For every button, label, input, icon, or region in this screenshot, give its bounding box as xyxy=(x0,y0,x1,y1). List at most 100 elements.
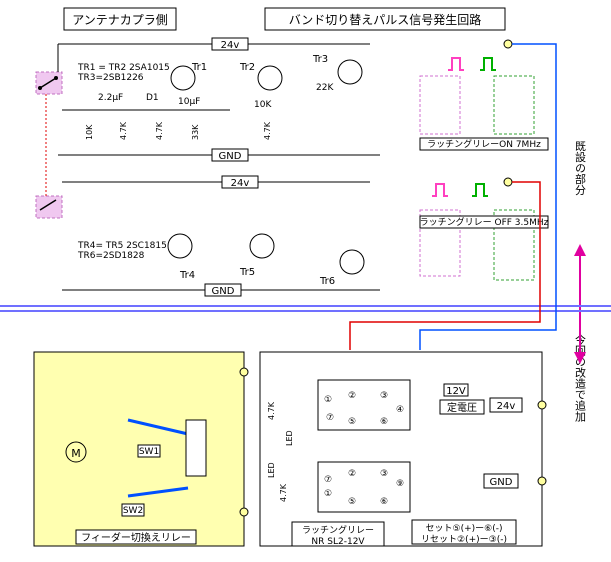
upper-gnd-label: GND xyxy=(219,151,242,162)
latch-24v-terminal xyxy=(537,400,547,410)
reset-note: リセット②(+)ー③(-) xyxy=(421,534,507,545)
lower-latch-off-box xyxy=(419,215,549,229)
pin-7: ⑦ xyxy=(326,413,334,423)
motor-symbol xyxy=(65,441,87,463)
feeder-relay-title-box xyxy=(75,529,197,545)
lower-tr5-symbol xyxy=(249,233,275,259)
latch-gnd-terminal xyxy=(537,476,547,486)
lower-24v-box xyxy=(221,175,259,189)
feeder-bottom-terminal xyxy=(239,507,249,517)
set-reset-note-box xyxy=(411,519,517,545)
lower-out-terminal xyxy=(503,177,513,187)
lower-circuit: 24v GND TR4= TR5 2SC1815 TR6=2SD1828 Tr4… xyxy=(35,175,549,297)
feeder-relay-title: フィーダー切換えリレー xyxy=(81,531,191,544)
red-wire xyxy=(349,181,541,350)
lower-tr5-label: Tr5 xyxy=(239,267,255,278)
upper-c-2u2: 2.2μF xyxy=(98,93,123,103)
upper-r-10k-a: 10K xyxy=(254,100,272,110)
feeder-top-terminal xyxy=(239,367,249,377)
led-bottom: LED xyxy=(267,462,276,478)
pin-1b: ① xyxy=(324,489,332,499)
upper-switch-contact xyxy=(54,76,58,80)
upper-pulse-green xyxy=(480,57,496,71)
lower-antenna-switch xyxy=(39,199,57,211)
pin-1: ① xyxy=(324,395,332,405)
v12-label: 12V xyxy=(446,386,466,397)
lower-tr-spec-2: TR6=2SD1828 xyxy=(77,251,145,261)
lower-latch-off-label: ラッチングリレー OFF 3.5MHz xyxy=(420,216,549,228)
antenna-side-title: アンテナカプラ側 xyxy=(72,13,168,27)
upper-tr-spec-2: TR3=2SB1226 xyxy=(77,73,144,83)
sw1-actuator xyxy=(127,418,189,436)
upper-latch-on-label: ラッチングリレーON 7MHz xyxy=(427,138,541,150)
upper-tr1-symbol xyxy=(170,65,196,91)
relay-block-2 xyxy=(317,461,411,513)
lower-pulse-pink xyxy=(432,183,448,197)
upper-r-4k7-a: 4.7K xyxy=(119,121,128,140)
sw1-label: SW1 xyxy=(139,447,159,457)
lower-gnd-label: GND xyxy=(212,286,235,297)
upper-24v-box xyxy=(211,37,249,51)
latching-unit-frame xyxy=(259,351,543,547)
upper-tr2-symbol xyxy=(257,65,283,91)
sw2-actuator xyxy=(127,486,189,498)
latch-24v-label: 24v xyxy=(497,401,516,412)
pin-4: ④ xyxy=(396,405,404,415)
pin-5: ⑤ xyxy=(348,417,356,427)
antenna-side-title-box xyxy=(63,7,177,31)
sw2-label: SW2 xyxy=(123,506,143,516)
latch-relay-name-2: NR SL2-12V xyxy=(311,537,365,547)
pin-6: ⑥ xyxy=(380,417,388,427)
pin-5b: ⑤ xyxy=(348,497,356,507)
upper-latch-on-box xyxy=(419,137,549,151)
upper-pink-relay-frame xyxy=(419,75,461,135)
sw1-box xyxy=(137,444,161,458)
lower-tr6-symbol xyxy=(339,249,365,275)
upper-tr1-label: Tr1 xyxy=(191,62,207,73)
upper-tr-spec-1: TR1 = TR2 2SA1015 xyxy=(77,63,170,73)
upper-antenna-switch xyxy=(39,77,57,89)
feeder-relay-box: フィーダー切換えリレー M SW1 SW2 xyxy=(33,351,249,547)
regulator-box xyxy=(439,399,485,415)
upper-circuit: 24v GND TR1 = TR2 2SA1015 TR3=2SB1226 2.… xyxy=(35,37,549,162)
lower-green-relay-frame xyxy=(493,209,535,281)
r-4k7-bottom: 4.7K xyxy=(279,483,288,502)
lower-tr4-symbol xyxy=(167,233,193,259)
lower-gnd-box xyxy=(204,283,242,297)
upper-r-4k7-c: 4.7K xyxy=(263,121,272,140)
upper-r-4k7-b: 4.7K xyxy=(155,121,164,140)
band-circuit-title: バンド切り替えパルス信号発生回路 xyxy=(289,12,482,27)
upper-r-10k-b: 10K xyxy=(85,124,94,140)
zone-arrow-up xyxy=(574,244,586,256)
upper-tr2-label: Tr2 xyxy=(239,62,255,73)
upper-tr3-symbol xyxy=(337,59,363,85)
pin-3b: ③ xyxy=(380,469,388,479)
upper-r-22k: 22K xyxy=(316,83,334,93)
latch-relay-name-box xyxy=(291,521,385,547)
lower-switch-highlight xyxy=(35,195,63,219)
upper-tr3-label: Tr3 xyxy=(312,54,328,65)
regulator-label: 定電圧 xyxy=(447,401,477,414)
lower-pulse-green xyxy=(472,183,488,197)
relay-block-1 xyxy=(317,379,411,431)
pin-6b: ⑥ xyxy=(380,497,388,507)
pin-2: ② xyxy=(348,391,356,401)
v12-box xyxy=(443,383,469,397)
sw2-box xyxy=(121,503,145,517)
upper-c-10u: 10μF xyxy=(178,97,200,107)
latch-gnd-label: GND xyxy=(490,477,513,488)
upper-24v-label: 24v xyxy=(221,40,240,51)
pin-3: ③ xyxy=(380,391,388,401)
upper-green-relay-frame xyxy=(493,75,535,135)
latch-gnd-box xyxy=(483,473,519,489)
upper-gnd-box xyxy=(211,148,249,162)
upper-switch-pivot xyxy=(38,86,42,90)
lower-pink-relay-frame xyxy=(419,209,461,277)
latching-relay-unit: ① ② ③ ④ ⑦ ⑤ ⑥ ⑦ ② ③ ⑨ ① ⑤ ⑥ 4.7K LED LED… xyxy=(259,351,547,547)
pin-9b: ⑨ xyxy=(396,479,404,489)
relay-coil-block xyxy=(185,419,207,477)
led-top: LED xyxy=(285,430,294,446)
lower-tr-spec-1: TR4= TR5 2SC1815 xyxy=(77,241,167,251)
lower-24v-label: 24v xyxy=(231,178,250,189)
band-circuit-title-box xyxy=(264,7,506,31)
